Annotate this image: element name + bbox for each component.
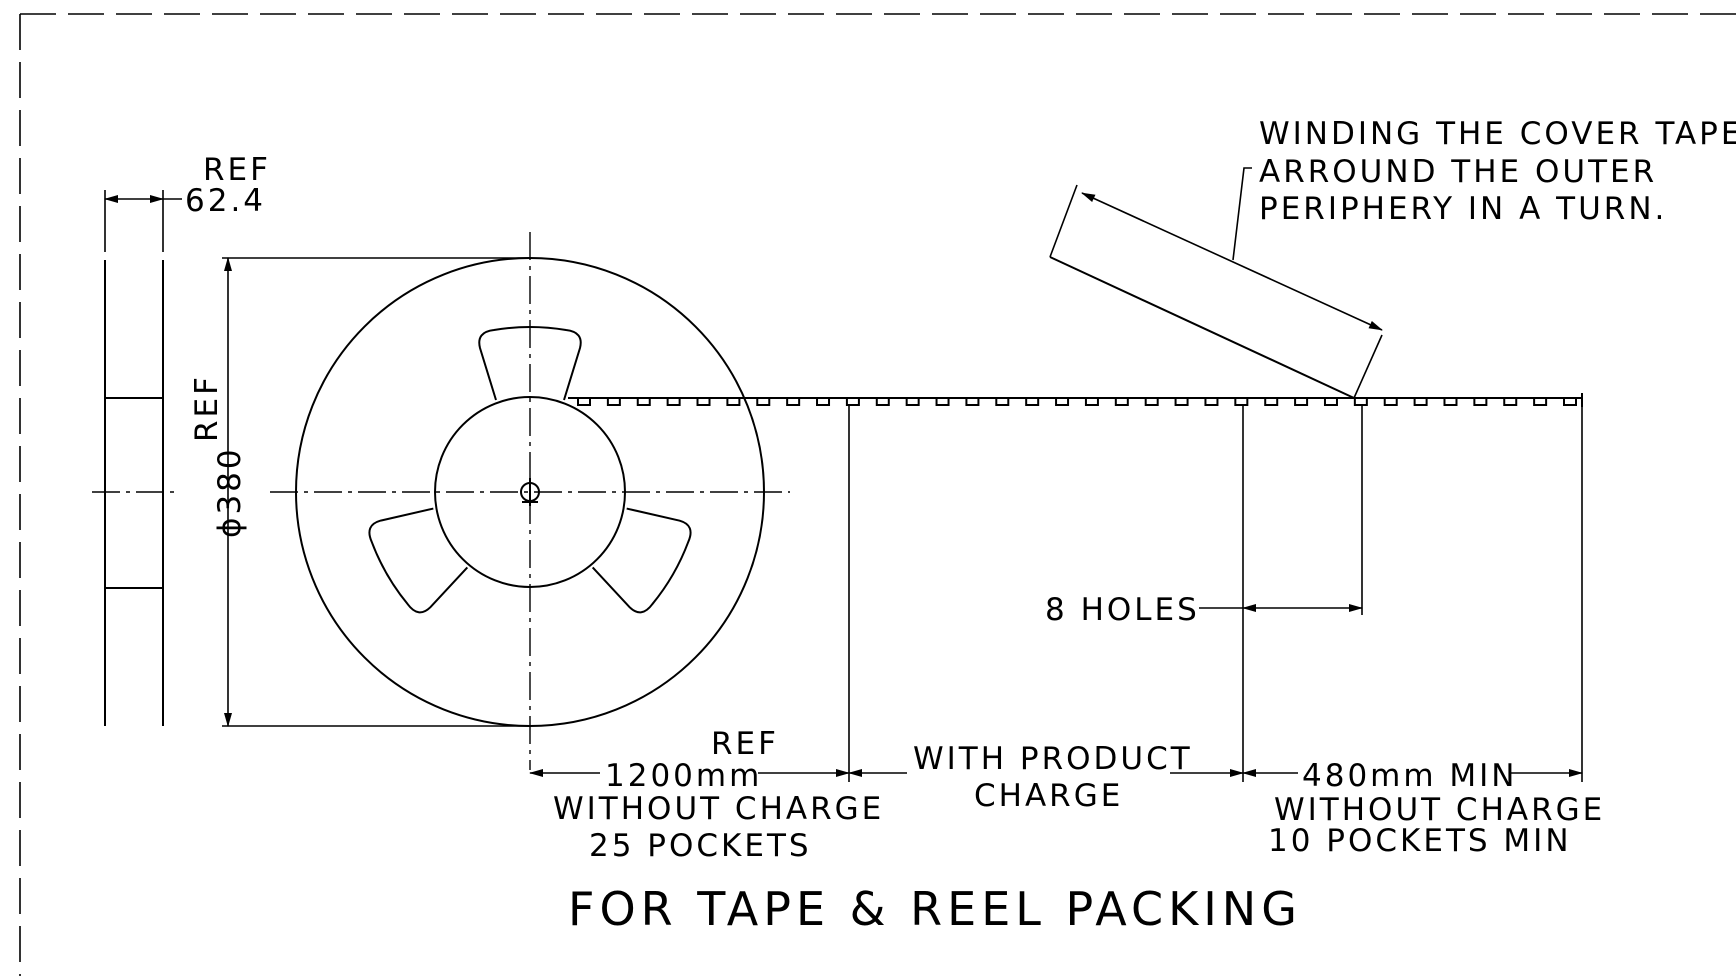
diameter-ref-label: REF [189, 374, 225, 442]
leader-ref-label: REF [711, 726, 779, 762]
tape-pocket [1234, 398, 1249, 406]
tape-pocket [1114, 398, 1129, 406]
tape-pocket [1563, 398, 1577, 406]
cover-tape [1049, 167, 1383, 399]
tape-pocket [1264, 398, 1279, 406]
tape-pocket [816, 398, 831, 406]
tape-pocket [786, 398, 801, 406]
tape-pocket [935, 398, 950, 406]
tape-pocket [636, 398, 651, 406]
side-width-label: 62.4 [185, 183, 266, 219]
reel-window-left [368, 507, 469, 614]
reel-window-right [591, 507, 692, 614]
tape-pocket [606, 398, 621, 406]
annotation-line-1: WINDING THE COVER TAPE [1259, 116, 1736, 152]
reel-side-view [92, 190, 182, 726]
drawing-frame [19, 13, 1736, 976]
leader-length-label: 1200mm [605, 758, 762, 794]
annotation-line-2: ARROUND THE OUTER [1259, 154, 1657, 190]
leader-description: WITHOUT CHARGE [553, 791, 884, 827]
tape-pocket [577, 398, 591, 406]
drawing-title: FOR TAPE & REEL PACKING [568, 882, 1302, 936]
tape-pocket [1533, 398, 1548, 406]
carrier-tape [568, 393, 1583, 407]
tape-pocket [1025, 398, 1040, 406]
product-label-line-2: CHARGE [974, 778, 1123, 814]
tape-pocket [1294, 398, 1309, 406]
tape-pocket [1174, 398, 1189, 406]
annotation-line-3: PERIPHERY IN A TURN. [1259, 191, 1667, 227]
leader-pockets: 25 POCKETS [589, 828, 812, 864]
tape-pocket [875, 398, 890, 406]
tape-pocket [1055, 398, 1070, 406]
trailer-length-label: 480mm MIN [1302, 758, 1518, 794]
tape-pocket [845, 398, 860, 406]
tape-pocket [905, 398, 920, 406]
tape-pocket [1443, 398, 1458, 406]
tape-section-dimensions [529, 404, 1583, 782]
tape-pocket [1084, 398, 1099, 406]
reel-front-view [222, 232, 790, 770]
tape-pocket [1413, 398, 1428, 406]
tape-pocket [1383, 398, 1398, 406]
tape-pocket [965, 398, 980, 406]
diameter-label: ϕ380 [212, 446, 248, 538]
holes-label: 8 HOLES [1045, 592, 1200, 628]
tape-pocket [666, 398, 681, 406]
trailer-description: WITHOUT CHARGE [1274, 792, 1605, 828]
tape-pocket [1144, 398, 1159, 406]
tape-pocket [1503, 398, 1518, 406]
tape-pocket [1323, 398, 1338, 406]
tape-pocket [1204, 398, 1219, 406]
tape-pocket [995, 398, 1010, 406]
tape-pocket [1473, 398, 1488, 406]
tape-pocket [726, 398, 741, 406]
trailer-pockets: 10 POCKETS MIN [1268, 823, 1572, 859]
side-ref-label: REF [203, 152, 271, 188]
tape-pocket [1353, 398, 1368, 406]
tape-pocket [756, 398, 771, 406]
annotation-leader [1232, 167, 1252, 261]
product-label-line-1: WITH PRODUCT [913, 741, 1193, 777]
tape-pocket [696, 398, 711, 406]
